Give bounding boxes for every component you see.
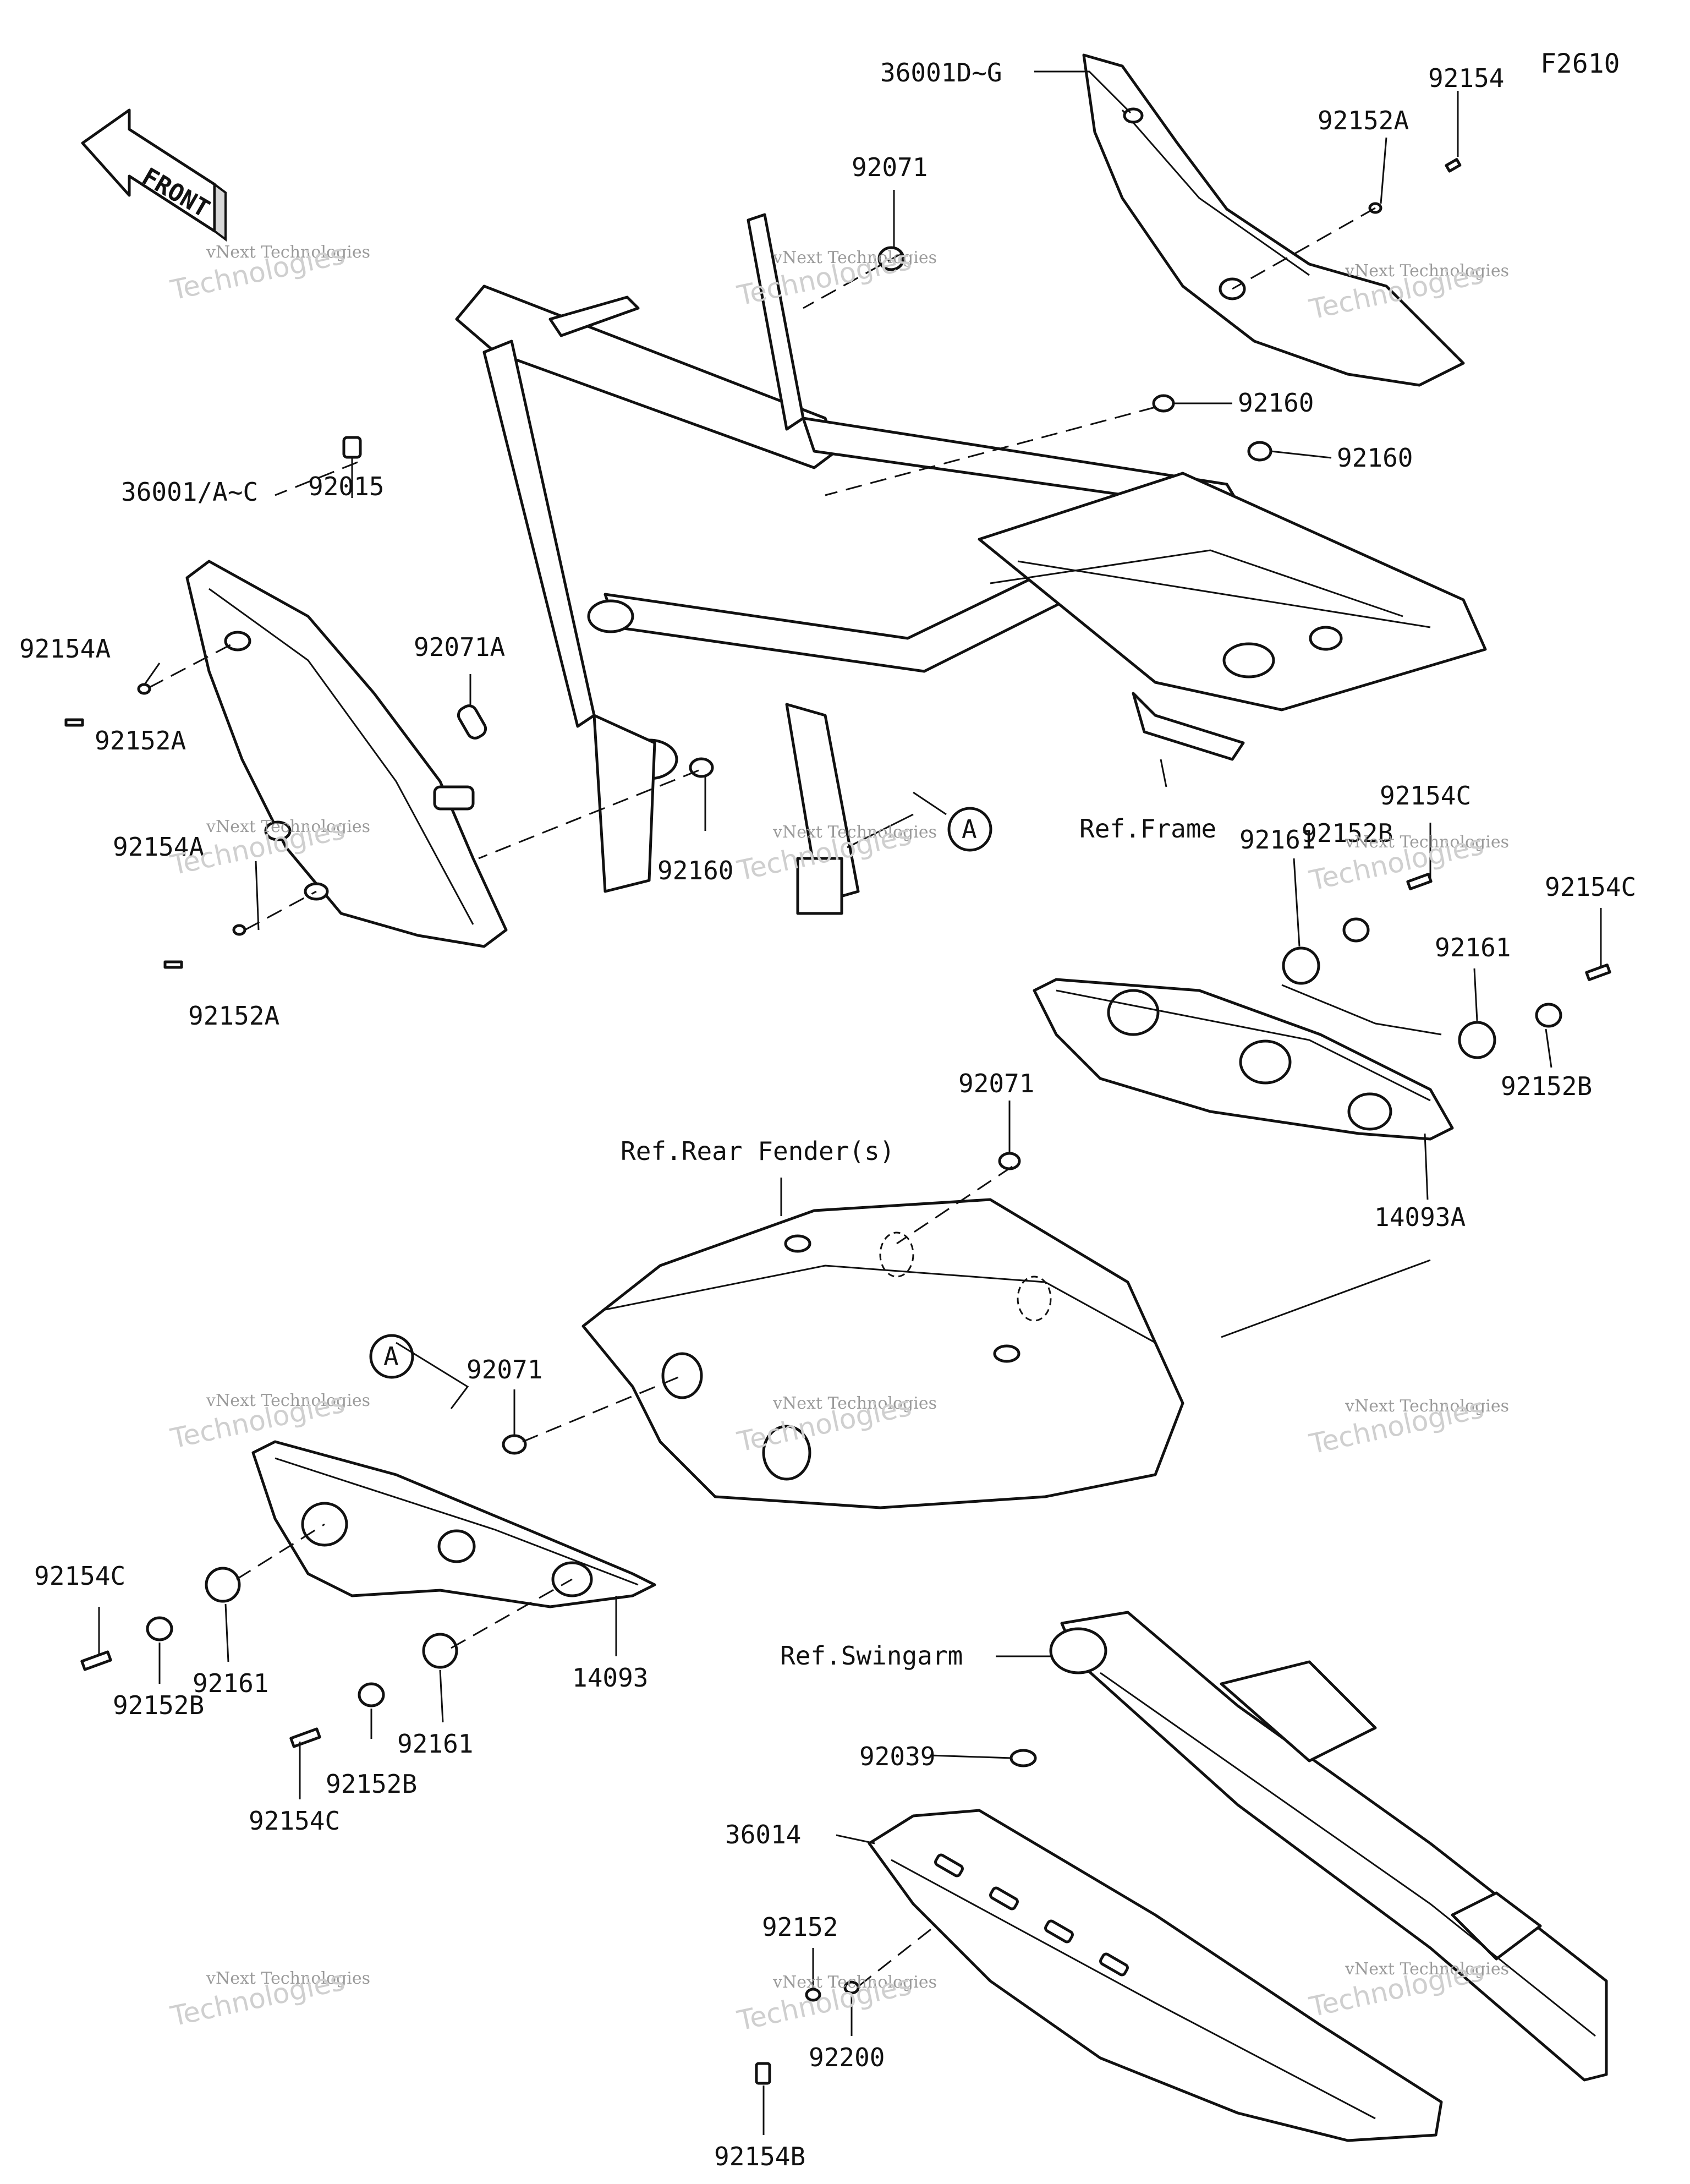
label-14093A: 14093A bbox=[1374, 1202, 1466, 1232]
watermark-7: vNext Technologies bbox=[206, 1391, 370, 1410]
side-cover-left-illustration bbox=[185, 560, 508, 948]
label-92154-top: 92154 bbox=[1428, 63, 1504, 93]
label-92161-b: 92161 bbox=[1435, 933, 1511, 962]
label-92015: 92015 bbox=[308, 472, 384, 501]
label-36014: 36014 bbox=[725, 1820, 801, 1849]
chain-cover-illustration bbox=[868, 1809, 1443, 2142]
label-14093: 14093 bbox=[572, 1663, 648, 1693]
figure-id: F2610 bbox=[1540, 48, 1620, 79]
part-labels: 36001D~G 92154 92152A 92071 92160 92160 … bbox=[19, 58, 1636, 2171]
label-36001DG: 36001D~G bbox=[880, 58, 1002, 87]
watermark-12: vNext Technologies bbox=[1345, 1959, 1509, 1979]
label-92152B-b: 92152B bbox=[1501, 1071, 1592, 1101]
ref-a-circle-top bbox=[947, 807, 992, 852]
label-92160-a: 92160 bbox=[1238, 388, 1314, 418]
label-ref-frame: Ref.Frame bbox=[1079, 814, 1216, 844]
label-92039: 92039 bbox=[859, 1742, 935, 1771]
hardware-items bbox=[64, 158, 1611, 2085]
cover-14093-illustration bbox=[251, 1440, 656, 1608]
label-92154C-d: 92154C bbox=[249, 1806, 340, 1836]
label-92200: 92200 bbox=[809, 2043, 885, 2072]
watermark-2: vNext Technologies bbox=[772, 248, 937, 267]
watermarks: vNext Technologies Technologies vNext Te… bbox=[167, 238, 1509, 2037]
frame-illustration bbox=[455, 213, 1487, 915]
watermark-5: vNext Technologies bbox=[772, 823, 937, 842]
label-92161-d: 92161 bbox=[397, 1729, 473, 1759]
label-ref-rear-fender: Ref.Rear Fender(s) bbox=[621, 1136, 895, 1166]
label-92154C-a: 92154C bbox=[1380, 781, 1471, 811]
label-92071-low: 92071 bbox=[467, 1355, 542, 1384]
leader-lines bbox=[98, 70, 1602, 2135]
rear-fender-illustration bbox=[581, 1198, 1184, 1509]
watermark-8: vNext Technologies bbox=[772, 1394, 937, 1413]
label-92152B-d: 92152B bbox=[326, 1769, 417, 1799]
label-92152B-c: 92152B bbox=[113, 1690, 204, 1720]
label-92154C-b: 92154C bbox=[1545, 872, 1636, 902]
label-92154C-c: 92154C bbox=[34, 1561, 125, 1591]
label-92152A-b: 92152A bbox=[188, 1001, 279, 1031]
watermark-10: vNext Technologies bbox=[206, 1969, 370, 1988]
label-92154A-a: 92154A bbox=[19, 634, 111, 664]
label-ref-a-top: A bbox=[962, 814, 977, 844]
watermark-4: vNext Technologies bbox=[206, 817, 370, 836]
label-92152B-a: 92152B bbox=[1302, 818, 1393, 848]
label-ref-a-bottom: A bbox=[383, 1342, 399, 1371]
label-92154B: 92154B bbox=[714, 2142, 805, 2171]
cover-14093A-illustration bbox=[1033, 978, 1454, 1141]
side-cover-right-illustration bbox=[1082, 53, 1465, 387]
label-92161-a: 92161 bbox=[1239, 825, 1315, 855]
label-92152A-a: 92152A bbox=[95, 726, 186, 756]
label-92160-c: 92160 bbox=[657, 856, 733, 885]
label-92160-b: 92160 bbox=[1337, 443, 1413, 473]
watermark-9: vNext Technologies bbox=[1345, 1397, 1509, 1416]
label-92071-top: 92071 bbox=[852, 152, 928, 182]
label-92071-mid: 92071 bbox=[958, 1069, 1034, 1098]
label-92071A: 92071A bbox=[414, 632, 505, 662]
label-92152A-top: 92152A bbox=[1318, 106, 1409, 135]
watermark-1: vNext Technologies bbox=[206, 243, 370, 262]
watermark-3: vNext Technologies bbox=[1345, 261, 1509, 281]
label-36001AC: 36001/A~C bbox=[121, 477, 258, 507]
watermark-6: vNext Technologies bbox=[1345, 833, 1509, 852]
label-ref-swingarm: Ref.Swingarm bbox=[780, 1641, 963, 1671]
label-92152: 92152 bbox=[762, 1912, 838, 1942]
watermark-11: vNext Technologies bbox=[772, 1973, 937, 1992]
label-92161-c: 92161 bbox=[193, 1668, 268, 1698]
swingarm-illustration bbox=[1049, 1611, 1608, 2082]
label-92154A-b: 92154A bbox=[113, 832, 204, 862]
front-direction-arrow: FRONT bbox=[81, 108, 227, 242]
